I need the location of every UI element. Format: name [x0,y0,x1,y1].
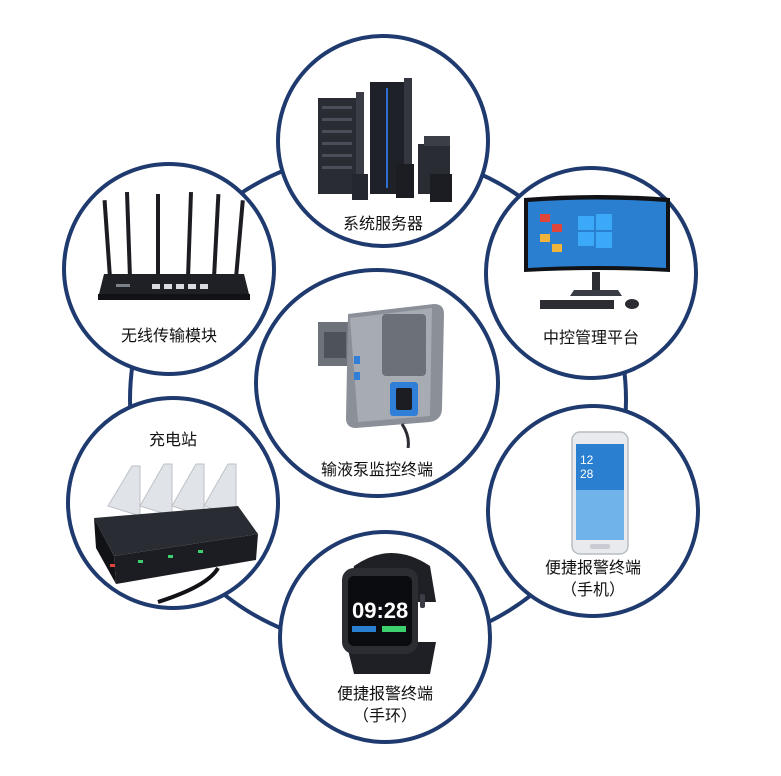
node-infusion-pump-monitor: 输液泵监控终端 [254,268,500,498]
node-system-server: 系统服务器 [276,34,490,248]
node-phone-alarm-terminal: 12 28 便捷报警终端 （手机） [486,404,700,618]
platform-label: 中控管理平台 [542,328,639,347]
watch-time: 09:28 [352,598,408,623]
phone-screen-hour: 12 [580,453,594,467]
smartwatch-icon: 09:28 [342,553,436,674]
node-wireless-router: 无线传输模块 [62,162,276,376]
infusion-pump-monitor-icon [318,304,444,448]
node-management-platform: 中控管理平台 [484,166,698,380]
smartphone-icon: 12 28 [571,431,629,555]
node-charging-station: 充电站 [66,396,280,610]
server-label: 系统服务器 [342,214,423,233]
desktop-computer-icon [524,195,670,309]
phone-sublabel: （手机） [560,580,625,599]
charger-label: 充电站 [148,430,197,449]
router-label: 无线传输模块 [120,326,217,345]
node-wristband-alarm-terminal: 09:28 便捷报警终端 （手环） [278,530,492,744]
phone-label: 便捷报警终端 [544,558,641,577]
watch-label: 便捷报警终端 [336,684,433,703]
wireless-router-icon [98,191,250,300]
charging-station-icon [94,463,258,604]
pump-label: 输液泵监控终端 [320,460,433,479]
server-rack-icon [318,78,452,202]
phone-screen-minute: 28 [580,467,594,481]
watch-sublabel: （手环） [352,706,417,725]
